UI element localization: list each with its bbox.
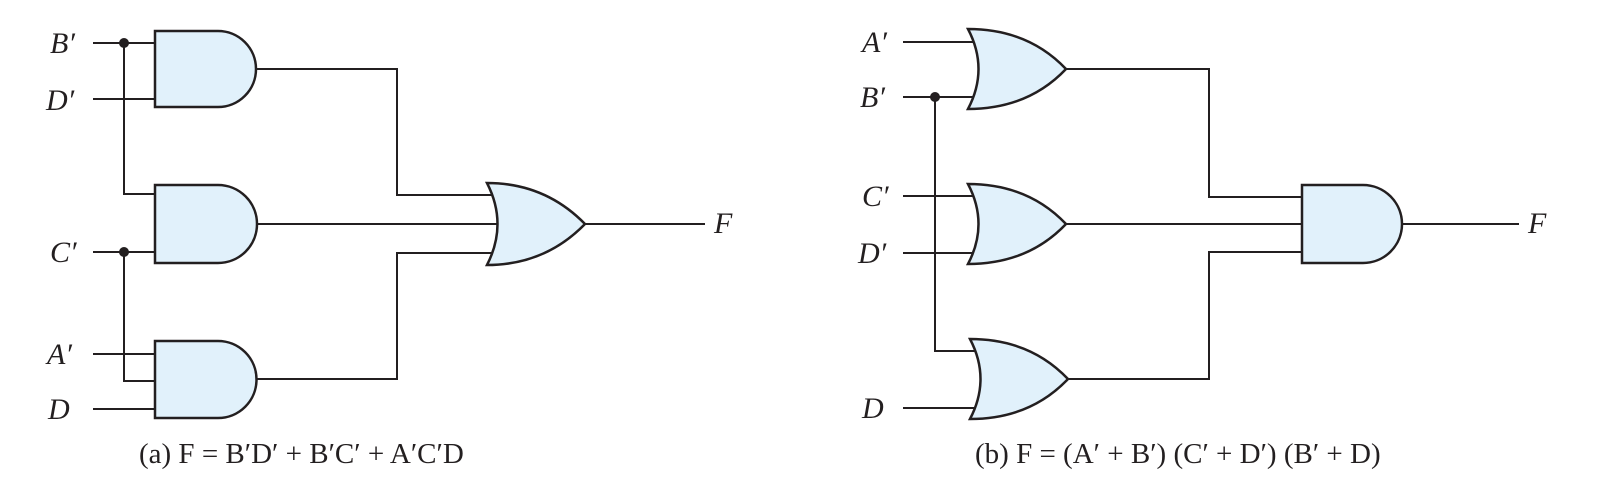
input-label-d-prime: D′ bbox=[857, 237, 887, 270]
input-label-c-prime: C′ bbox=[862, 180, 889, 213]
wire-a-and1-out bbox=[256, 68, 494, 196]
wire-b-or1-out bbox=[1066, 68, 1302, 198]
and-gate-icon bbox=[153, 29, 258, 109]
input-label-d: D bbox=[47, 393, 70, 426]
and-gate-icon bbox=[153, 339, 258, 420]
circuit-a: B′ D′ C′ A′ D F (a) F = B′D′ + B′C′ + A′… bbox=[45, 27, 733, 470]
wire-a-c-prime bbox=[93, 251, 155, 382]
or-gate-icon bbox=[484, 181, 587, 267]
input-label-a-prime: A′ bbox=[860, 26, 887, 59]
input-label-b-prime: B′ bbox=[860, 81, 885, 114]
wire-a-b-prime bbox=[93, 42, 155, 195]
circuit-b: A′ B′ C′ D′ D F (b) F = (A′ + B′) (C′ + … bbox=[857, 26, 1547, 470]
or-gate-icon bbox=[967, 337, 1070, 421]
caption-a: (a) F = B′D′ + B′C′ + A′C′D bbox=[139, 438, 464, 470]
junction-dot-icon bbox=[119, 38, 129, 48]
caption-b: (b) F = (A′ + B′) (C′ + D′) (B′ + D) bbox=[975, 438, 1381, 470]
input-label-d: D bbox=[861, 392, 884, 425]
input-label-c-prime: C′ bbox=[50, 236, 77, 269]
input-label-a-prime: A′ bbox=[45, 338, 72, 371]
output-label-f: F bbox=[713, 207, 733, 240]
output-label-f: F bbox=[1527, 207, 1547, 240]
and-gate-icon bbox=[153, 183, 259, 265]
or-gate-icon bbox=[965, 182, 1068, 266]
junction-dot-icon bbox=[119, 247, 129, 257]
junction-dot-icon bbox=[930, 92, 940, 102]
wire-a-and3-out bbox=[256, 252, 494, 380]
wire-b-or3-out bbox=[1068, 251, 1302, 380]
and-gate-icon bbox=[1300, 183, 1404, 265]
input-label-d-prime: D′ bbox=[45, 84, 75, 117]
or-gate-icon bbox=[965, 27, 1068, 111]
wire-b-b-prime bbox=[903, 96, 975, 352]
input-label-b-prime: B′ bbox=[50, 27, 75, 60]
